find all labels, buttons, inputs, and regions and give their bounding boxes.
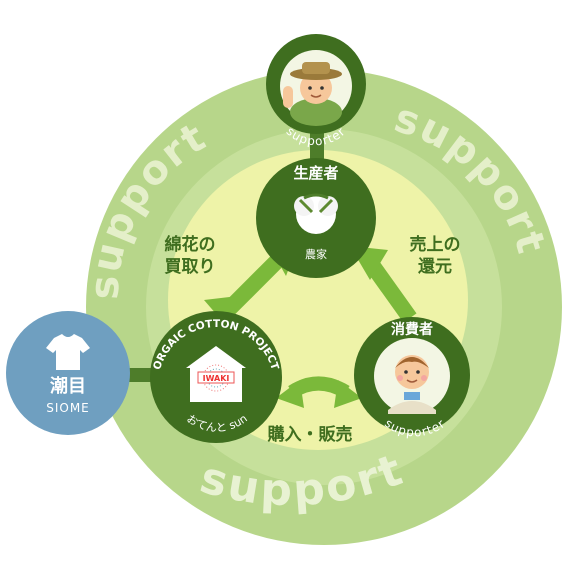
house-logo-icon: IWAKI (186, 346, 246, 402)
farmer-avatar-icon (283, 62, 342, 126)
siome-name-en: SIOME (46, 401, 90, 415)
arrow-bottom-label: 購入・販売 (268, 424, 353, 445)
siome-name: 潮目 (50, 376, 86, 397)
consumer-node: 消費者 supporter (354, 317, 470, 439)
volunteer-node: 栽培ボランティア supporter (266, 7, 366, 148)
child-avatar-icon (388, 355, 436, 414)
arrow-right-label-line1: 売上の (410, 234, 461, 255)
consumer-title: 消費者 (391, 321, 433, 338)
tshirt-icon (46, 334, 90, 370)
arrow-bottom (276, 376, 362, 408)
arrow-left-label-line1: 綿花の (165, 234, 216, 255)
producer-node: 生産者 農家 (256, 158, 376, 278)
arrow-left-label-line2: 買取り (165, 257, 216, 277)
project-logo-text: IWAKI (203, 374, 230, 383)
consumer-role: supporter (382, 416, 448, 439)
project-node: ORGAIC COTTON PROJECT IWAKI おてんと sun (150, 311, 282, 443)
connector-volunteer-producer (310, 128, 324, 168)
producer-subtitle: 農家 (305, 247, 327, 261)
producer-title: 生産者 (293, 164, 338, 182)
siome-node: 潮目 SIOME (6, 311, 130, 435)
cotton-boll-icon (294, 193, 338, 234)
arrow-right-label-line2: 還元 (418, 257, 452, 277)
